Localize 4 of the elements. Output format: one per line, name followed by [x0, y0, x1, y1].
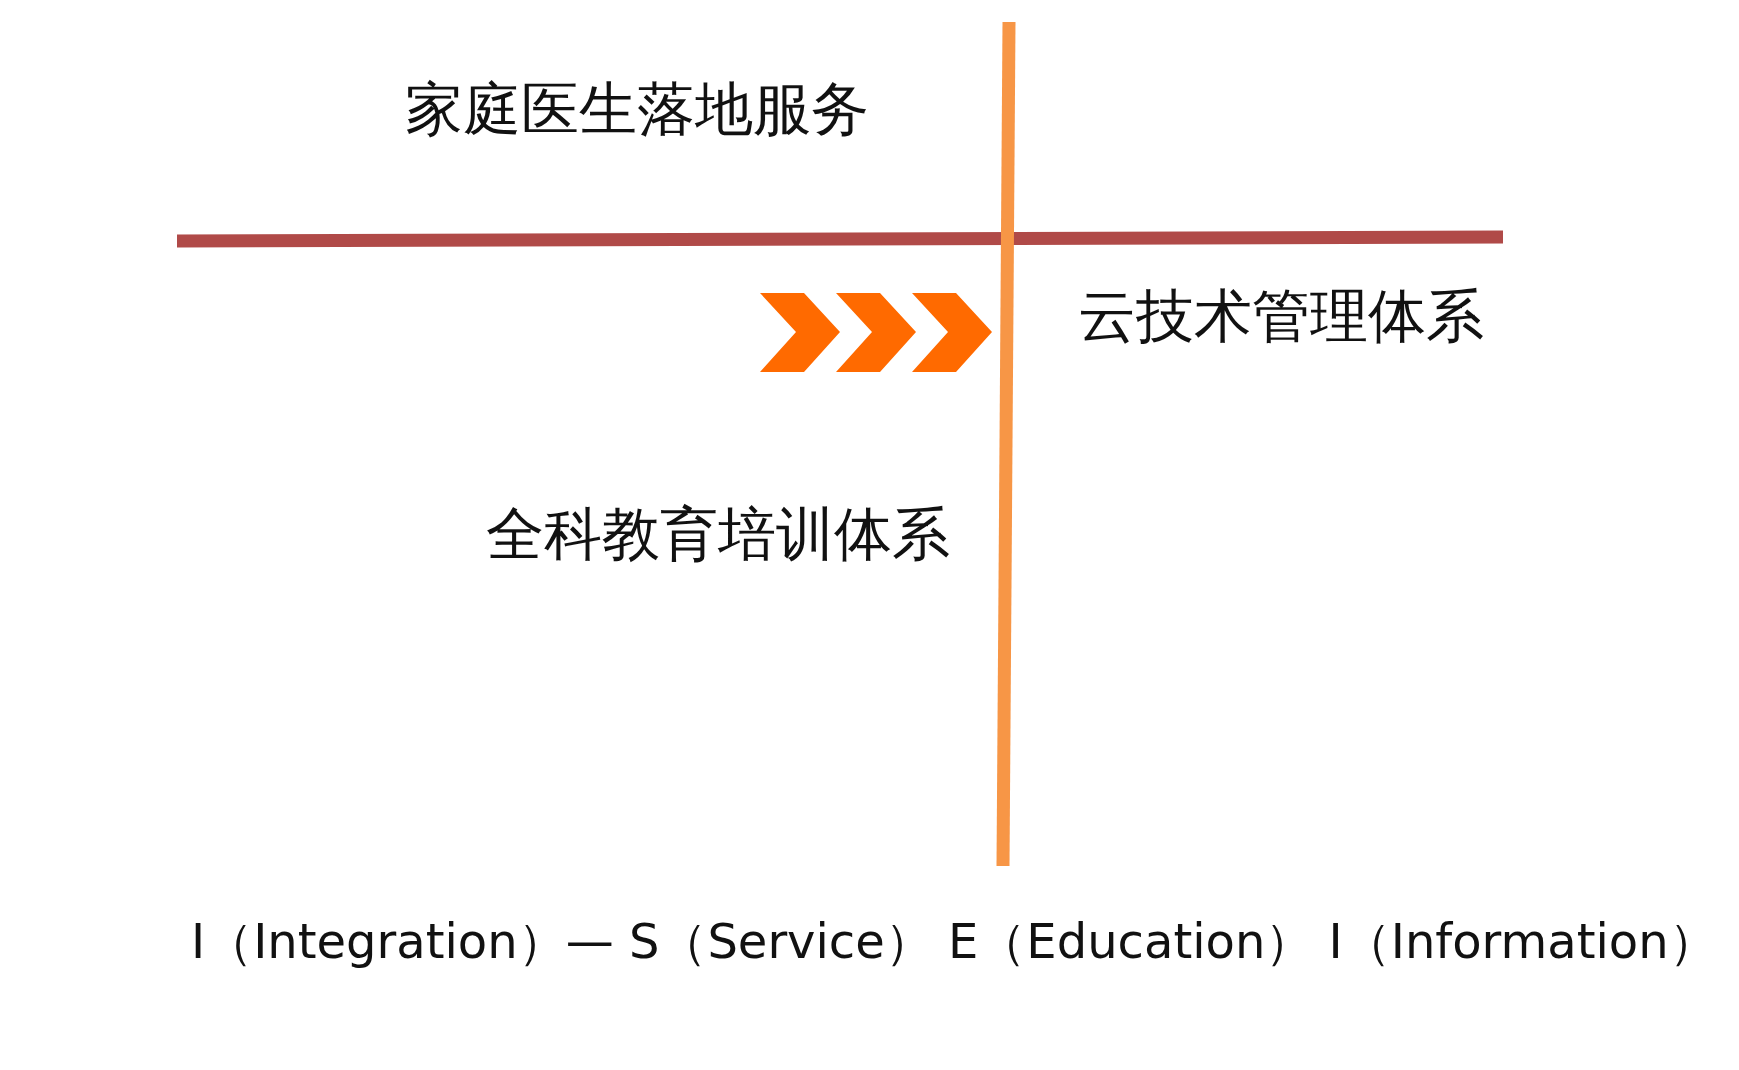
- quadrant-label: 全科教育培训体系: [486, 503, 950, 567]
- quadrant-label: 家庭医生落地服务: [405, 78, 869, 142]
- quadrant-label: 云技术管理体系: [1078, 285, 1484, 349]
- acronym-caption: I（Integration）— S（Service） E（Education） I（Information）: [191, 915, 1717, 968]
